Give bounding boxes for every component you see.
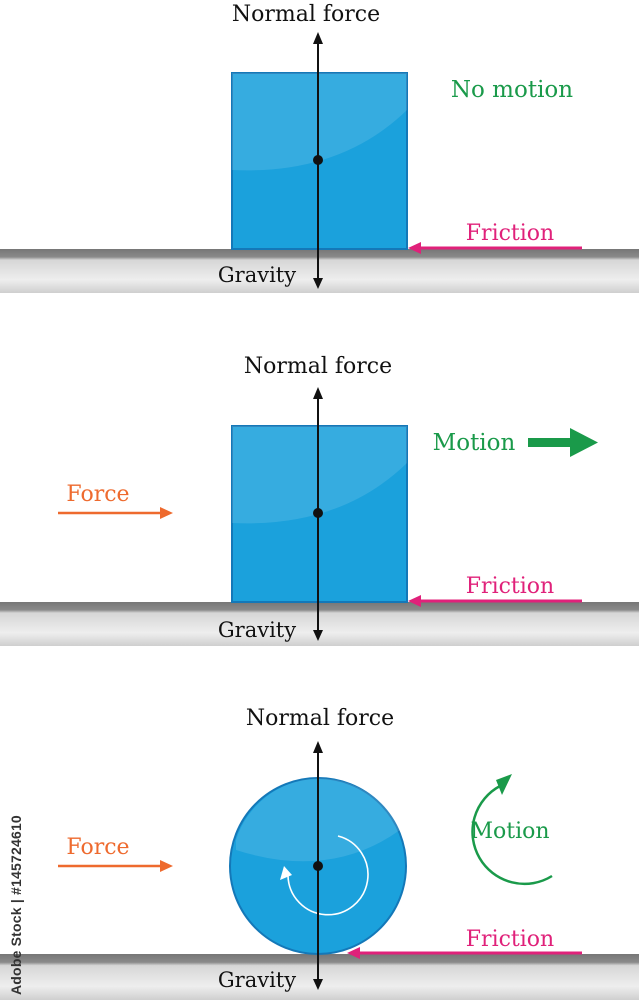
- motion-arrow-icon: [528, 428, 598, 457]
- normal-force-arrowhead: [313, 741, 323, 753]
- ground: [0, 249, 639, 293]
- ground: [0, 602, 639, 646]
- curved-motion-arrow-icon: [471, 774, 553, 886]
- applied-force-arrowhead: [160, 860, 173, 872]
- stock-watermark: Adobe Stock | #145724610: [8, 815, 24, 995]
- motion-status-label: Motion: [470, 819, 549, 844]
- panel-wheel-motion: Normal force Gravity Force Motion Fricti…: [0, 706, 639, 1000]
- friction-label: Friction: [466, 574, 554, 599]
- motion-status-label: Motion: [433, 430, 516, 456]
- panel-block-motion: Normal force Gravity Force Motion Fricti…: [0, 354, 639, 646]
- panel-no-motion: Normal force Gravity No motion Friction: [0, 2, 639, 293]
- normal-force-label: Normal force: [232, 2, 380, 27]
- gravity-arrowhead: [313, 278, 323, 289]
- force-label: Force: [66, 482, 129, 507]
- friction-arrowhead: [408, 595, 421, 607]
- gravity-label: Gravity: [218, 618, 296, 642]
- center-of-mass-dot: [313, 861, 323, 871]
- gravity-arrowhead: [313, 979, 323, 990]
- motion-status-label: No motion: [451, 77, 573, 103]
- normal-force-arrowhead: [313, 32, 323, 44]
- gravity-label: Gravity: [218, 968, 296, 992]
- force-label: Force: [66, 835, 129, 860]
- rotation-arrow-icon: [280, 835, 369, 916]
- normal-force-arrowhead: [313, 387, 323, 399]
- block: [231, 425, 408, 603]
- ground: [0, 954, 639, 1000]
- gravity-arrowhead: [313, 630, 323, 641]
- gravity-label: Gravity: [218, 263, 296, 287]
- friction-label: Friction: [466, 221, 554, 246]
- block: [231, 72, 408, 250]
- applied-force-arrowhead: [160, 507, 173, 519]
- friction-arrowhead: [408, 242, 421, 254]
- center-of-mass-dot: [313, 508, 323, 518]
- normal-force-label: Normal force: [244, 354, 392, 379]
- center-of-mass-dot: [313, 155, 323, 165]
- friction-label: Friction: [466, 927, 554, 952]
- normal-force-label: Normal force: [246, 706, 394, 731]
- friction-arrowhead: [347, 947, 360, 959]
